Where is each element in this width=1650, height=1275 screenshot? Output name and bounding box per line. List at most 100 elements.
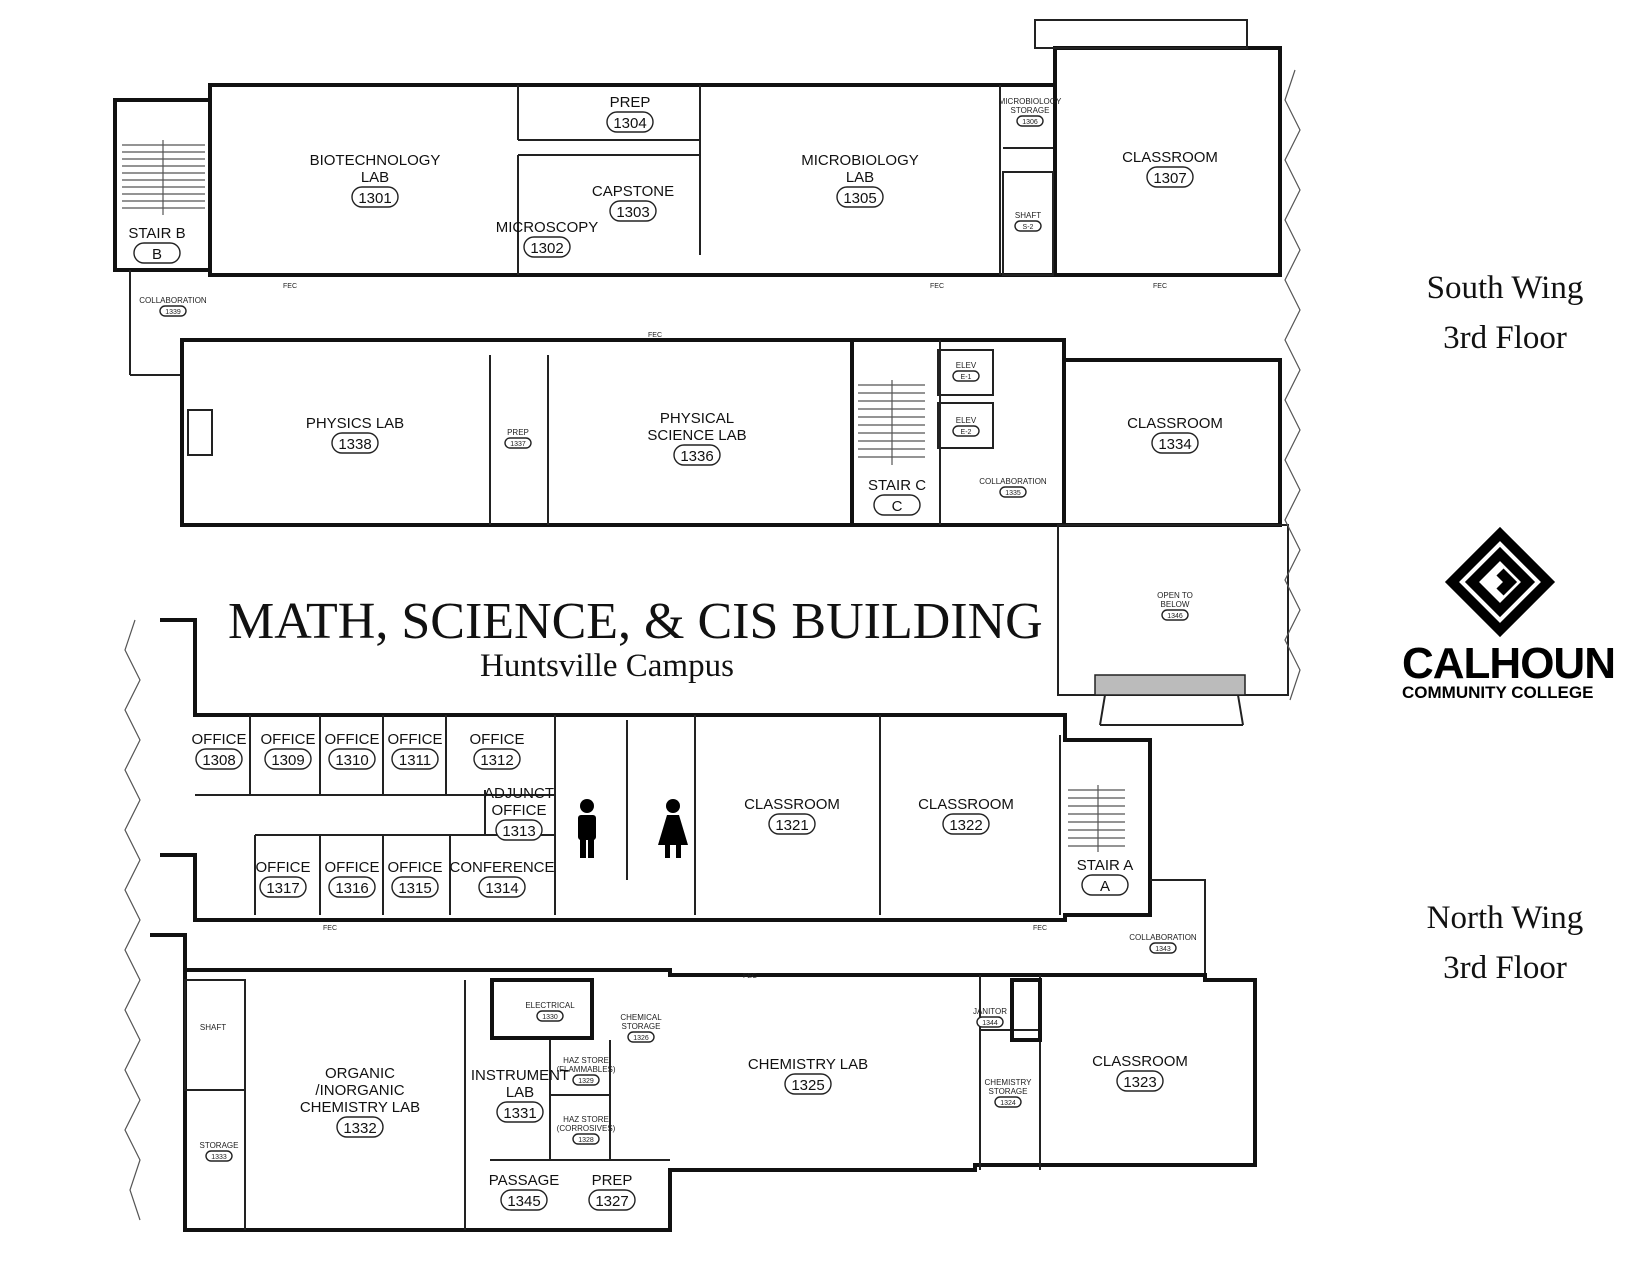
room-name: ADJUNCT — [484, 785, 554, 802]
room-number: A — [1100, 878, 1110, 895]
south-wing-floor: 3rd Floor — [1443, 320, 1567, 356]
room-number-badge — [536, 1010, 564, 1022]
room-name: OPEN TO — [1157, 591, 1193, 600]
room-number: 1343 — [1155, 946, 1171, 953]
room-number: 1302 — [530, 240, 563, 257]
room-name: CHEMICAL — [620, 1013, 662, 1022]
room-number: 1309 — [271, 752, 304, 769]
room-name: PREP — [592, 1172, 633, 1189]
room-number: 1329 — [578, 1078, 594, 1085]
room-label-E-2: ELEV E-2 — [952, 416, 980, 437]
room-number-badge — [264, 748, 312, 770]
room-number-badge — [478, 876, 526, 898]
building-title: MATH, SCIENCE, & CIS BUILDING — [228, 593, 1043, 650]
room-number-badge — [768, 813, 816, 835]
room-number-badge — [952, 370, 980, 382]
room-name: STORAGE — [989, 1087, 1028, 1096]
room-name: CHEMISTRY LAB — [748, 1056, 868, 1073]
room-number: 1331 — [503, 1105, 536, 1122]
room-number-badge — [523, 236, 571, 258]
room-number-badge — [572, 1133, 600, 1145]
room-name: COLLABORATION — [1129, 933, 1197, 942]
room-number-badge — [500, 1189, 548, 1211]
svg-text:FEC: FEC — [283, 283, 297, 290]
logo-text: CALHOUN — [1402, 639, 1615, 688]
svg-text:FEC: FEC — [648, 332, 662, 339]
south-wing-top-walls — [113, 19, 1282, 376]
room-number-badge — [1016, 115, 1044, 127]
room-name: OFFICE — [256, 859, 311, 876]
room-number: E-2 — [961, 429, 972, 436]
room-number-badge — [609, 200, 657, 222]
room-number-badge — [1146, 166, 1194, 188]
room-number-badge — [784, 1073, 832, 1095]
room-name: (CORROSIVES) — [557, 1124, 616, 1133]
room-number-badge — [495, 819, 543, 841]
logo-subtext: COMMUNITY COLLEGE — [1402, 683, 1593, 702]
room-number: 1301 — [358, 190, 391, 207]
north-wing-floor: 3rd Floor — [1443, 950, 1567, 986]
room-number: 1338 — [338, 436, 371, 453]
room-name: CLASSROOM — [744, 796, 840, 813]
room-number-badge — [588, 1189, 636, 1211]
room-name: CLASSROOM — [918, 796, 1014, 813]
room-name: STAIR C — [868, 477, 926, 494]
room-number: 1344 — [982, 1020, 998, 1027]
room-number: 1314 — [485, 880, 518, 897]
room-name: PREP — [507, 428, 529, 437]
room-number-badge — [1116, 1070, 1164, 1092]
room-name: /INORGANIC — [315, 1082, 404, 1099]
room-name: STAIR B — [128, 225, 185, 242]
room-name: OFFICE — [325, 731, 380, 748]
svg-text:FEC: FEC — [1153, 283, 1167, 290]
north-wing-label: North Wing — [1427, 900, 1584, 936]
north-wing-bottom-walls — [150, 933, 1257, 1232]
room-label-C: STAIR CC — [868, 477, 926, 516]
room-name: PHYSICAL — [660, 410, 734, 427]
room-label-1327: PREP 1327 — [588, 1172, 636, 1211]
room-label-A: STAIR AA — [1077, 857, 1133, 896]
room-number-badge — [496, 1101, 544, 1123]
svg-text:FEC: FEC — [930, 283, 944, 290]
room-number: 1327 — [595, 1193, 628, 1210]
room-number: 1336 — [680, 448, 713, 465]
room-number: 1307 — [1153, 170, 1186, 187]
svg-text:FEC: FEC — [743, 973, 757, 980]
room-name: OFFICE — [388, 859, 443, 876]
womens-restroom-icon — [658, 799, 688, 858]
room-number-badge — [159, 305, 187, 317]
room-number-badge — [673, 444, 721, 466]
room-name: ELECTRICAL — [525, 1001, 575, 1010]
room-number: 1332 — [343, 1120, 376, 1137]
building-subtitle: Huntsville Campus — [480, 648, 734, 684]
room-name: OFFICE — [192, 731, 247, 748]
room-number: E-1 — [961, 374, 972, 381]
room-label-1328: HAZ STORE(CORROSIVES)1328 — [557, 1115, 616, 1145]
room-number-badge — [836, 186, 884, 208]
room-name: MICROBIOLOGY — [999, 97, 1062, 106]
room-name: CHEMISTRY LAB — [300, 1099, 420, 1116]
room-number: 1324 — [1000, 1100, 1016, 1107]
room-name: (FLAMMABLES) — [556, 1065, 615, 1074]
room-name: STORAGE — [622, 1022, 661, 1031]
room-name: ELEV — [956, 416, 977, 425]
room-name: MICROSCOPY — [496, 219, 599, 236]
room-name: HAZ STORE — [563, 1115, 609, 1124]
room-name: LAB — [506, 1084, 534, 1101]
room-number-badge — [391, 748, 439, 770]
